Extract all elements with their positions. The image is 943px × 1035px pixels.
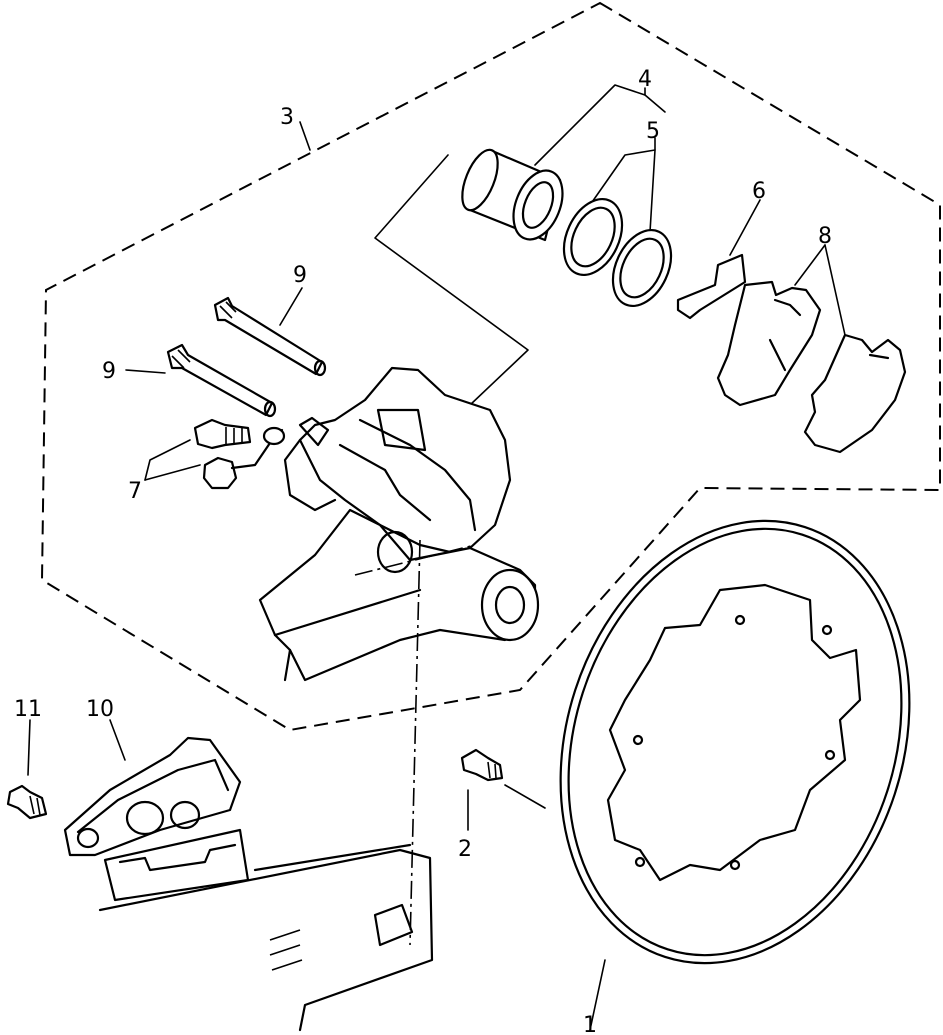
- piston-seals: [562, 198, 673, 307]
- callout-1: 1: [583, 1013, 597, 1035]
- bracket-bolt: [6, 784, 48, 820]
- leader-lines: [27, 84, 846, 1031]
- mounting-centerline: [354, 539, 476, 946]
- piston-bracket-line: [374, 154, 529, 406]
- bleed-screw: [193, 418, 286, 490]
- brake-pads: [716, 280, 907, 454]
- callout-10: 10: [86, 697, 114, 722]
- callout-2: 2: [458, 837, 472, 862]
- slide-pins: [166, 296, 327, 418]
- swing-arm-section: [98, 828, 434, 1032]
- caliper-bracket: [63, 736, 242, 857]
- piston: [461, 148, 564, 242]
- disc-bolt: [460, 748, 546, 809]
- pad-spring: [676, 253, 747, 320]
- callout-8: 8: [818, 224, 832, 249]
- callout-3: 3: [280, 105, 294, 130]
- callout-7: 7: [128, 479, 142, 504]
- callout-5: 5: [646, 119, 660, 144]
- brake-disc: [559, 519, 911, 965]
- callout-6: 6: [752, 179, 766, 204]
- callout-9-upper: 9: [293, 263, 307, 288]
- callout-9-lower: 9: [102, 359, 116, 384]
- caliper-assembly-boundary: [40, 1, 941, 732]
- caliper-body: [258, 366, 540, 682]
- callout-4: 4: [638, 67, 652, 92]
- callout-11: 11: [14, 697, 42, 722]
